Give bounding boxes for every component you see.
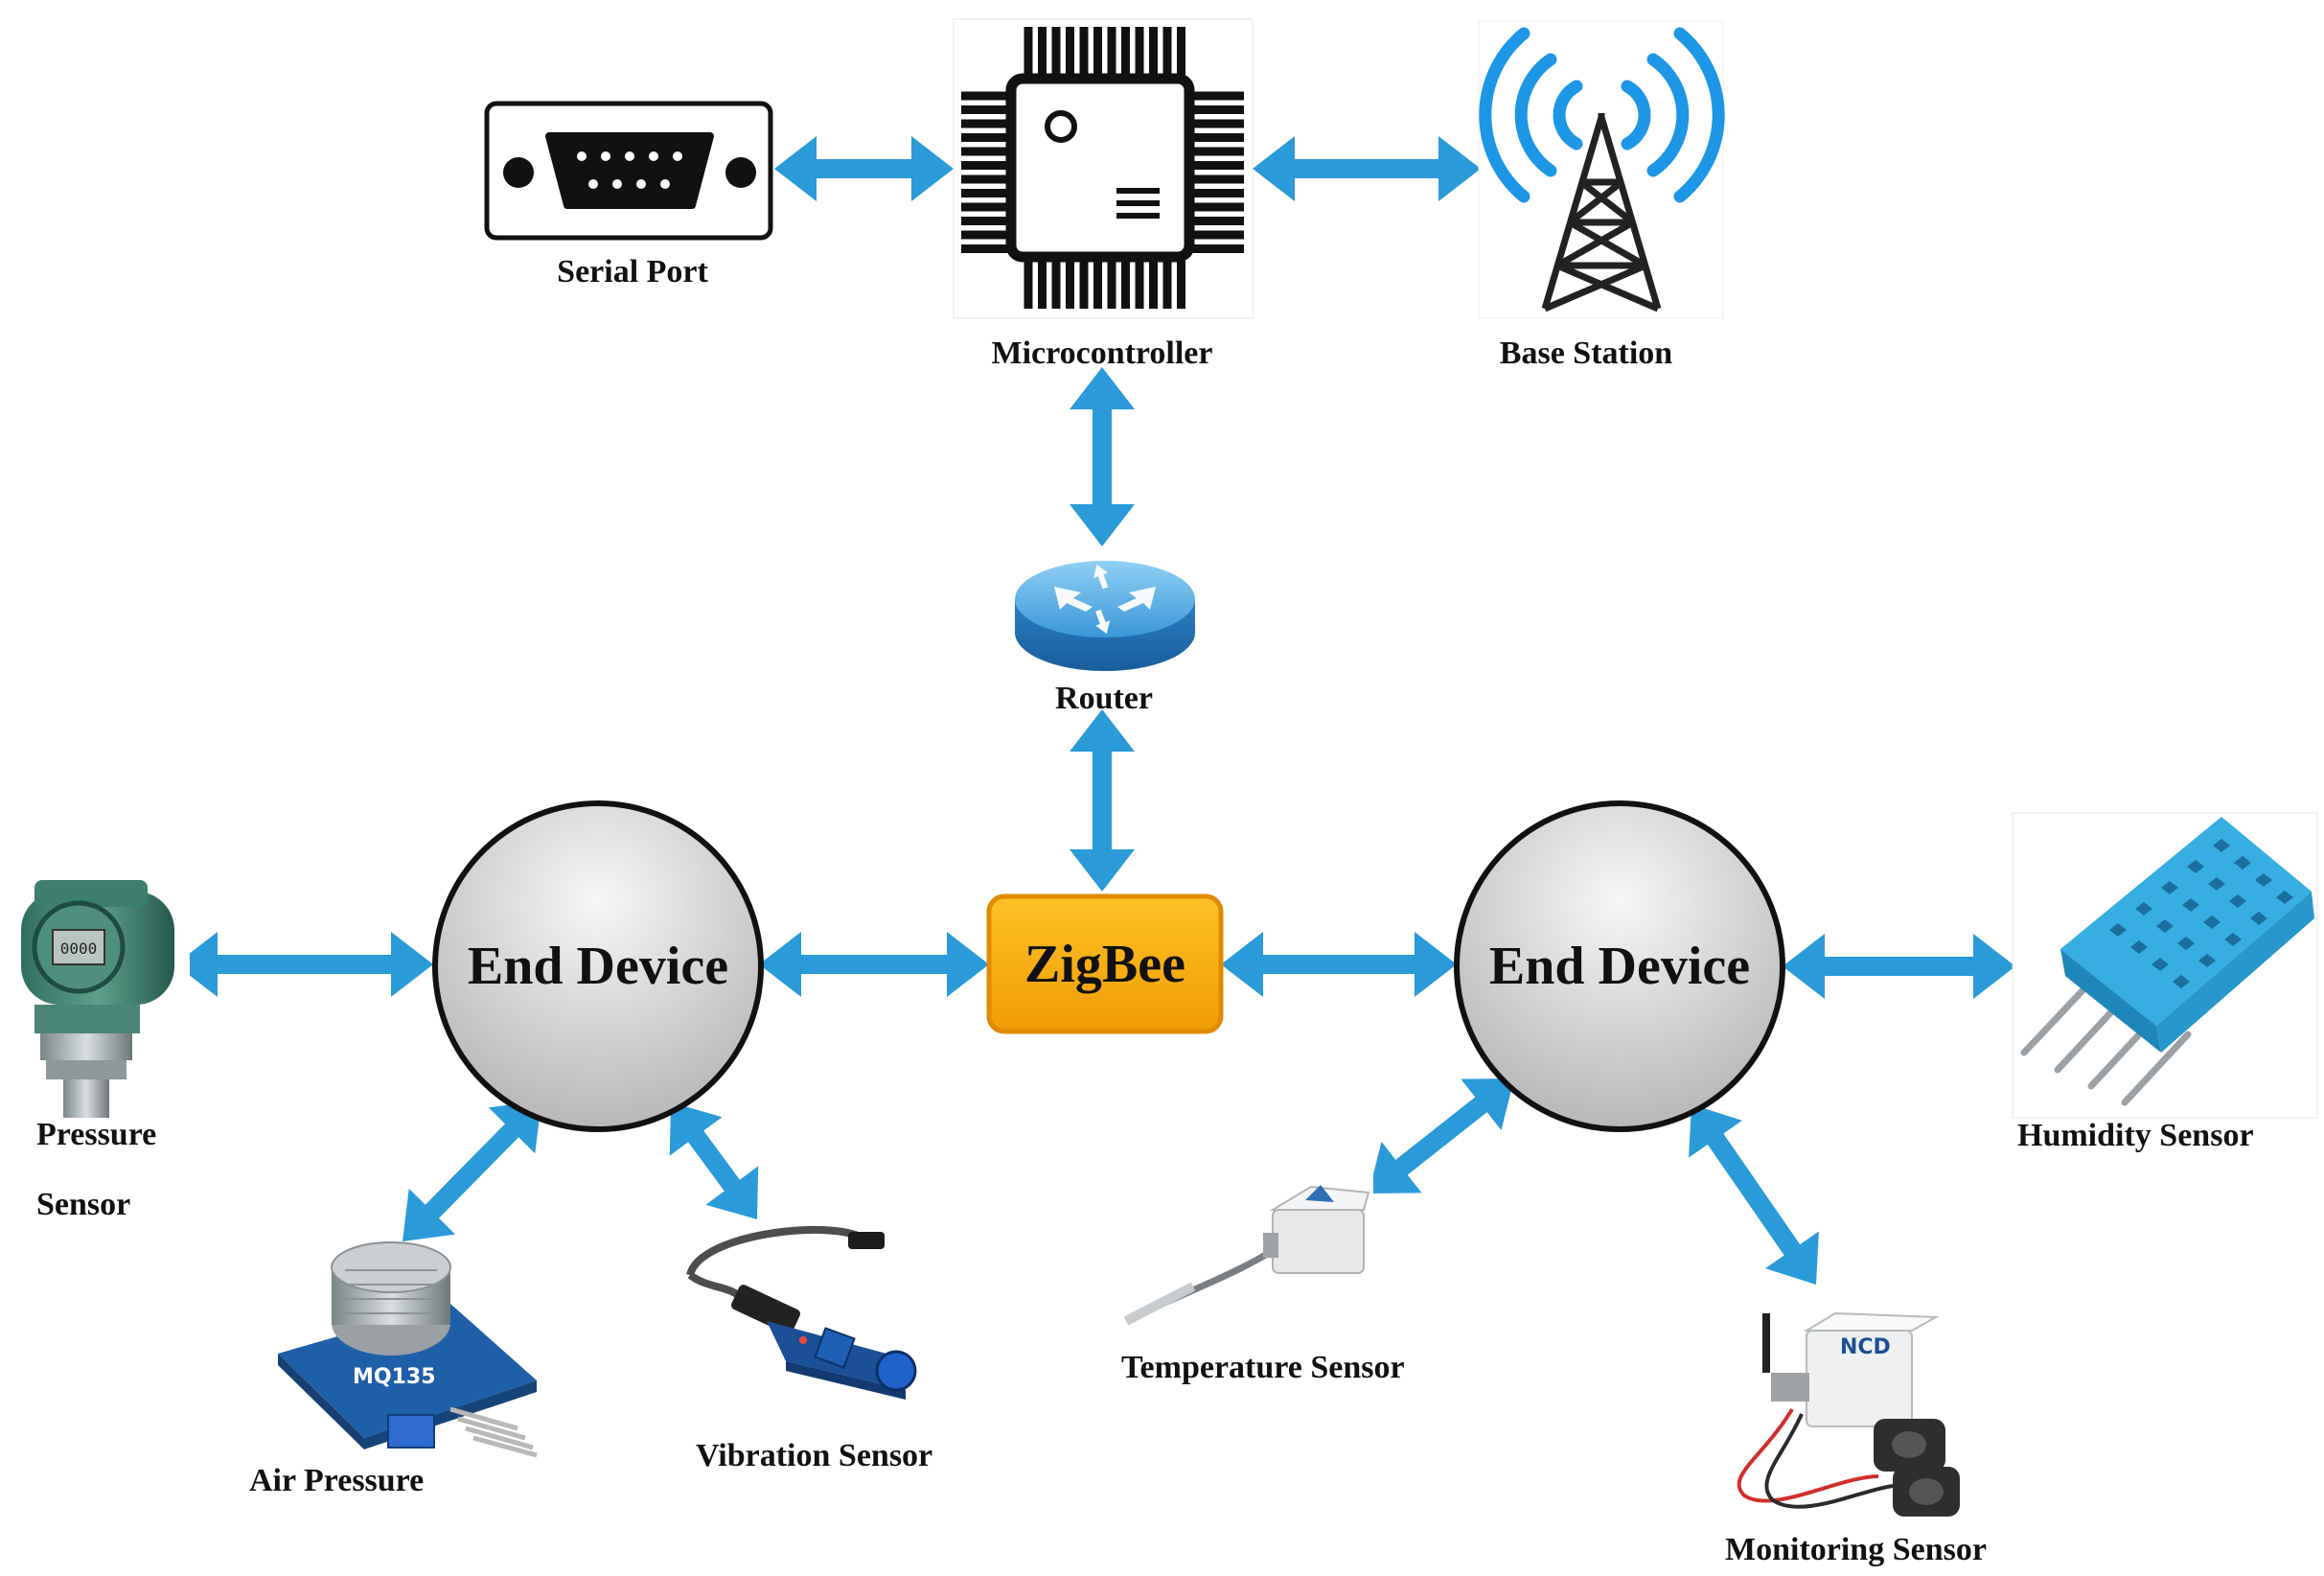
ncd-logo-text: NCD <box>1840 1335 1891 1359</box>
end-device-left <box>432 800 764 1132</box>
db9-connector-icon <box>484 101 773 241</box>
arrow-serial-port-microcontroller <box>774 136 954 201</box>
arrow-end-device-left-zigbee <box>759 932 989 997</box>
gas-sensor-module-image: MQ135 <box>268 1241 539 1467</box>
arrow-microcontroller-base-station <box>1253 136 1481 201</box>
mq135-chip-label: MQ135 <box>353 1365 436 1389</box>
end-device-left-title: End Device <box>467 937 729 996</box>
monitoring-sensor-label: Monitoring Sensor <box>1725 1532 1987 1567</box>
chip-icon <box>953 18 1254 319</box>
pressure-sensor-label-line1: Pressure <box>36 1117 157 1152</box>
temperature-probe-image <box>1119 1146 1373 1337</box>
humidity-sensor-label: Humidity Sensor <box>2017 1118 2254 1153</box>
connection-arrows <box>175 136 2015 1285</box>
router-icon <box>1015 561 1195 671</box>
end-device-right-title: End Device <box>1488 937 1751 996</box>
end-device-right <box>1454 800 1785 1132</box>
serial-port-label: Serial Port <box>557 254 708 290</box>
router-label: Router <box>1055 681 1153 716</box>
current-monitoring-sensor-image: NCD <box>1691 1309 1979 1524</box>
arrow-zigbee-end-device-right <box>1221 932 1457 997</box>
base-station-label: Base Station <box>1499 336 1673 371</box>
arrow-end-device-vibration <box>669 1102 759 1219</box>
vibration-sensor-module-image <box>680 1222 934 1419</box>
zigbee-box <box>986 893 1224 1034</box>
svg-text:0000: 0000 <box>60 939 98 958</box>
arrow-router-zigbee <box>1070 709 1135 892</box>
temperature-sensor-label: Temperature Sensor <box>1121 1350 1405 1385</box>
arrow-end-device-monitoring <box>1689 1104 1819 1285</box>
zigbee-title: ZigBee <box>1024 935 1185 994</box>
air-pressure-label: Air Pressure <box>249 1463 425 1498</box>
arrow-end-device-temperature <box>1369 1078 1514 1194</box>
arrow-end-device-humidity <box>1783 934 2015 999</box>
microcontroller-label: Microcontroller <box>991 336 1213 371</box>
arrow-microcontroller-router <box>1070 367 1135 546</box>
vibration-sensor-label: Vibration Sensor <box>696 1438 933 1473</box>
radio-tower-icon <box>1478 20 1725 319</box>
pressure-sensor-label-line2: Sensor <box>36 1187 131 1222</box>
dht11-sensor-image <box>2012 812 2318 1119</box>
arrow-end-device-air-pressure <box>403 1101 541 1241</box>
arrow-pressure-sensor-end-device <box>175 932 433 997</box>
pressure-transmitter-image: 0000 <box>10 868 190 1122</box>
